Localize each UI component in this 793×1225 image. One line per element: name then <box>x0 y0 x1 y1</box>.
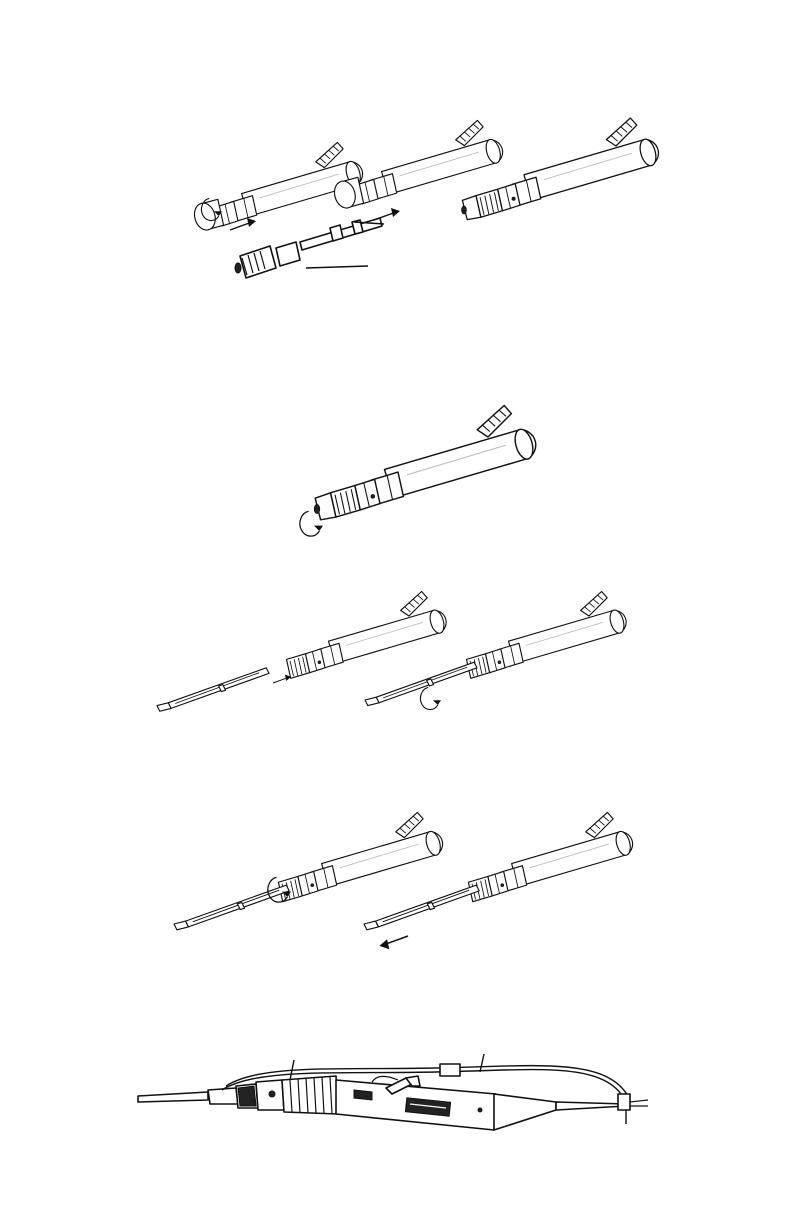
full-assembly-icon <box>138 1054 648 1130</box>
figure-4 <box>190 820 620 970</box>
needle-tip-icon <box>157 668 269 711</box>
figure-2 <box>280 420 500 550</box>
handpiece-assembled-icon <box>462 118 659 220</box>
needle-tip-icon <box>364 885 479 930</box>
clip-icon <box>618 1094 630 1124</box>
rotate-arrow-icon <box>420 687 441 709</box>
handpiece-icon <box>278 812 442 901</box>
handpiece-icon <box>468 812 632 901</box>
needle-tip-icon <box>174 885 289 930</box>
handpiece-icon <box>314 406 536 520</box>
handpiece-icon <box>287 592 447 679</box>
collet-adapter-icon <box>235 218 382 278</box>
handpiece-icon <box>467 592 627 679</box>
figure-3 <box>195 605 615 745</box>
pull-arrow-icon <box>379 936 408 949</box>
needle-tip-icon <box>365 662 477 705</box>
figure-5 <box>136 1050 656 1140</box>
figure-1 <box>190 130 630 300</box>
